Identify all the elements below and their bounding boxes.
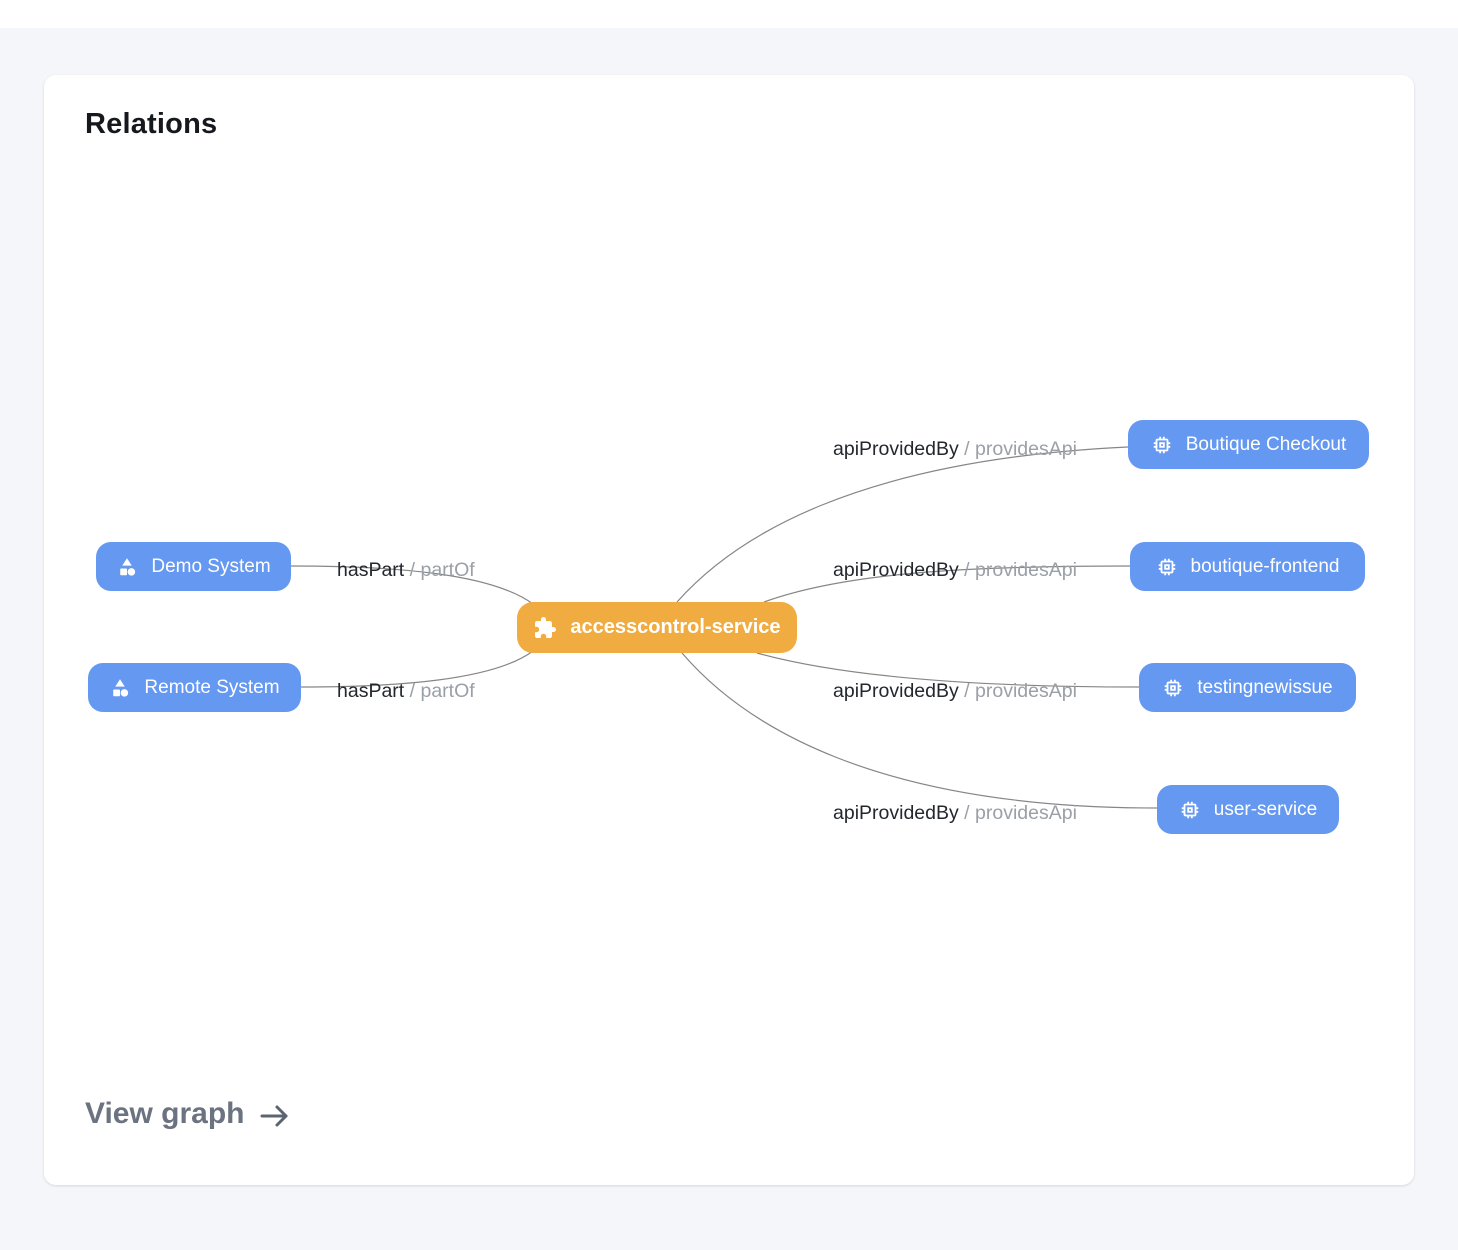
system-icon [109,677,131,699]
edge-label-secondary: providesApi [975,559,1077,581]
system-icon [116,556,138,578]
node-testingnewissue[interactable]: testingnewissue [1139,663,1356,712]
node-label: accesscontrol-service [570,616,780,639]
node-label: boutique-frontend [1191,556,1340,578]
node-label: user-service [1214,799,1317,821]
edge-label-primary: apiProvidedBy [833,559,959,581]
edge-label-api-user-service: apiProvidedBy / providesApi [833,802,1077,825]
edge-label-secondary: providesApi [975,680,1077,702]
chip-icon [1179,799,1201,821]
edge-label-api-boutique-frontend: apiProvidedBy / providesApi [833,559,1077,582]
edge-label-separator: / [410,680,415,702]
node-remote-system[interactable]: Remote System [88,663,301,712]
node-accesscontrol-service[interactable]: accesscontrol-service [517,602,797,653]
edge-label-separator: / [964,559,969,581]
view-graph-link[interactable]: View graph [85,1097,291,1131]
edge-label-separator: / [964,802,969,824]
view-graph-label: View graph [85,1097,245,1131]
edge-label-secondary: providesApi [975,802,1077,824]
edge-label-primary: hasPart [337,680,404,702]
edge-label-primary: apiProvidedBy [833,802,959,824]
edge-label-api-boutique-checkout: apiProvidedBy / providesApi [833,438,1077,461]
edge-label-haspart-remote: hasPart / partOf [337,680,475,703]
chip-icon [1151,434,1173,456]
edge-api-user-service [682,653,1157,808]
node-label: testingnewissue [1197,677,1332,699]
edge-label-api-testingnewissue: apiProvidedBy / providesApi [833,680,1077,703]
edge-label-primary: hasPart [337,559,404,581]
node-boutique-checkout[interactable]: Boutique Checkout [1128,420,1369,469]
node-boutique-frontend[interactable]: boutique-frontend [1130,542,1365,591]
arrow-right-icon [259,1100,291,1129]
edge-label-primary: apiProvidedBy [833,438,959,460]
node-label: Remote System [144,677,279,699]
puzzle-icon [533,616,557,640]
edge-label-primary: apiProvidedBy [833,680,959,702]
chip-icon [1156,556,1178,578]
edge-label-secondary: partOf [420,680,474,702]
relations-card: Relations Demo System Remote System [44,75,1414,1185]
node-label: Boutique Checkout [1186,434,1347,456]
edge-label-separator: / [410,559,415,581]
edge-label-separator: / [964,680,969,702]
edge-label-separator: / [964,438,969,460]
edge-label-secondary: partOf [420,559,474,581]
edge-label-secondary: providesApi [975,438,1077,460]
edge-label-haspart-demo: hasPart / partOf [337,559,475,582]
node-demo-system[interactable]: Demo System [96,542,291,591]
node-label: Demo System [151,556,270,578]
node-user-service[interactable]: user-service [1157,785,1339,834]
chip-icon [1162,677,1184,699]
